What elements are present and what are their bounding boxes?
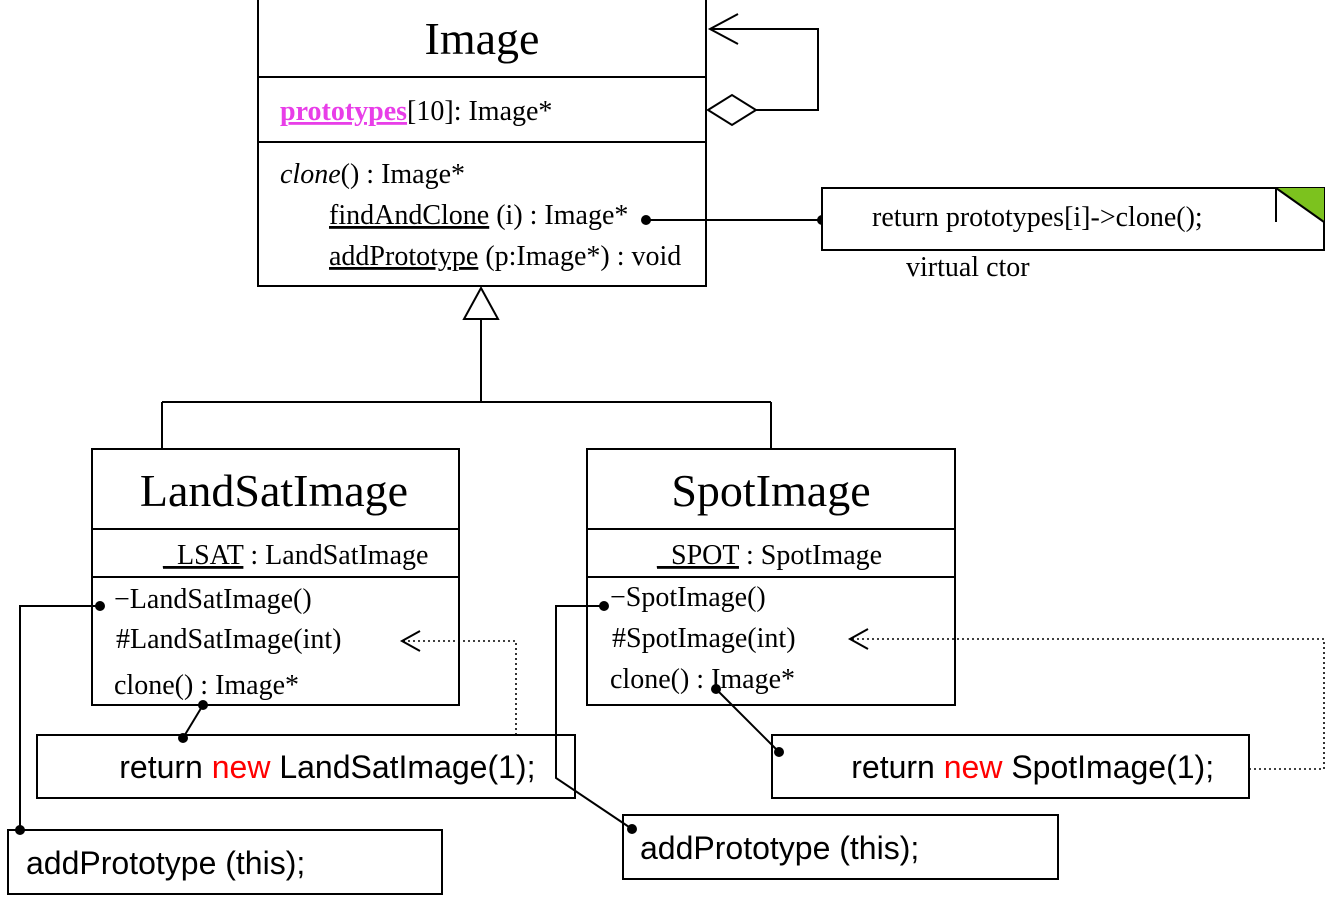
landsat-op-clone: clone() : Image* [114,670,299,701]
spot-op-private-ctor: −SpotImage() [610,582,766,613]
landsat-add-box: addPrototype (this); [7,829,443,895]
spot-add-code: addPrototype (this); [640,830,919,866]
spot-add-rect [622,814,1059,880]
landsat-class-name: LandSatImage [140,465,408,516]
spot-dependency-line [850,638,1325,770]
op-find-and-clone: findAndClone (i) : Image* [280,200,663,231]
aggregation-arrowhead [707,13,739,45]
landsat-attribute: _LSAT : LandSatImage [114,540,463,571]
landsat-return-code: return new LandSatImage(1); [57,749,580,785]
spot-add-box: addPrototype (this); [622,814,1059,880]
landsat-ctor-line [19,605,100,830]
image-class-name: Image [425,13,540,64]
image-attribute: prototypes[10]: Image* [280,96,552,127]
op-find-signature: (i) : Image* [489,200,628,231]
landsat-dependency-line [402,640,517,735]
spot-class: SpotImage _SPOT : SpotImage −SpotImage()… [586,448,956,706]
spot-ctor-call: SpotImage(1); [1011,749,1214,785]
image-class: Image prototypes[10]: Image* clone() : I… [257,0,716,287]
spot-new-keyword: new [944,749,1004,785]
inheritance-triangle [462,285,500,320]
spot-attribute-type: : SpotImage [739,540,882,571]
spot-class-name: SpotImage [671,465,870,516]
spot-op-clone: clone() : Image* [610,664,795,695]
op-find-name: findAndClone [329,200,489,231]
landsat-ctor-call: LandSatImage(1); [279,749,535,785]
prototypes-attribute-name: prototypes [280,96,407,127]
note-corner-fold-line [1275,187,1325,223]
prototypes-attribute-type: [10]: Image* [407,96,552,127]
landsat-dependency-arrowhead [399,630,421,652]
aggregation-line [710,28,819,111]
landsat-clone-connector [178,700,208,743]
landsat-class: LandSatImage _LSAT : LandSatImage −LandS… [91,448,463,706]
spot-dependency-arrowhead [847,628,869,650]
spot-dependency [847,628,1325,770]
op-clone-signature: () : Image* [341,159,465,190]
landsat-attribute-type: : LandSatImage [243,540,428,571]
landsat-return-keyword: return [119,749,203,785]
spot-return-box: return new SpotImage(1); [771,734,1259,799]
landsat-new-keyword: new [212,749,272,785]
landsat-return-dot [178,733,188,743]
landsat-clone-line [182,704,204,739]
spot-add-dot [627,824,637,834]
landsat-return-rect [36,734,576,799]
spot-return-keyword: return [851,749,935,785]
note: return prototypes[i]->clone(); virtual c… [641,187,1325,283]
spot-ctor-connector [555,601,637,834]
landsat-return-box: return new LandSatImage(1); [36,734,580,799]
spot-return-dot [774,747,784,757]
landsat-add-dot [15,825,25,835]
spot-clone-line [715,688,780,753]
generalization [161,285,772,449]
op-clone-name: clone [280,159,341,190]
landsat-op-private-ctor: −LandSatImage() [114,584,312,615]
landsat-op-protected-ctor: #LandSatImage(int) [116,624,341,655]
landsat-attribute-name: _LSAT [162,540,244,571]
aggregation-diamond [706,93,758,127]
spot-attribute-name: _SPOT [656,540,739,571]
op-add-signature: (p:Image*) : void [478,241,681,272]
landsat-add-rect [7,829,443,895]
landsat-add-code: addPrototype (this); [26,845,305,881]
spot-return-rect [771,734,1250,799]
note-box [821,187,1325,251]
spot-op-protected-ctor: #SpotImage(int) [612,623,796,654]
self-aggregation [706,13,819,127]
spot-ctor-line [555,605,633,830]
op-clone: clone() : Image* [280,159,465,190]
spot-clone-connector [711,684,784,757]
landsat-dependency [399,630,517,735]
spot-attribute: _SPOT : SpotImage [608,540,917,571]
note-caption: virtual ctor [906,252,1030,283]
landsat-ctor-connector [15,601,105,835]
op-add-prototype: addPrototype (p:Image*) : void [280,241,716,272]
op-add-name: addPrototype [329,241,478,272]
spot-return-code: return new SpotImage(1); [789,749,1259,785]
note-text: return prototypes[i]->clone(); [872,202,1203,233]
